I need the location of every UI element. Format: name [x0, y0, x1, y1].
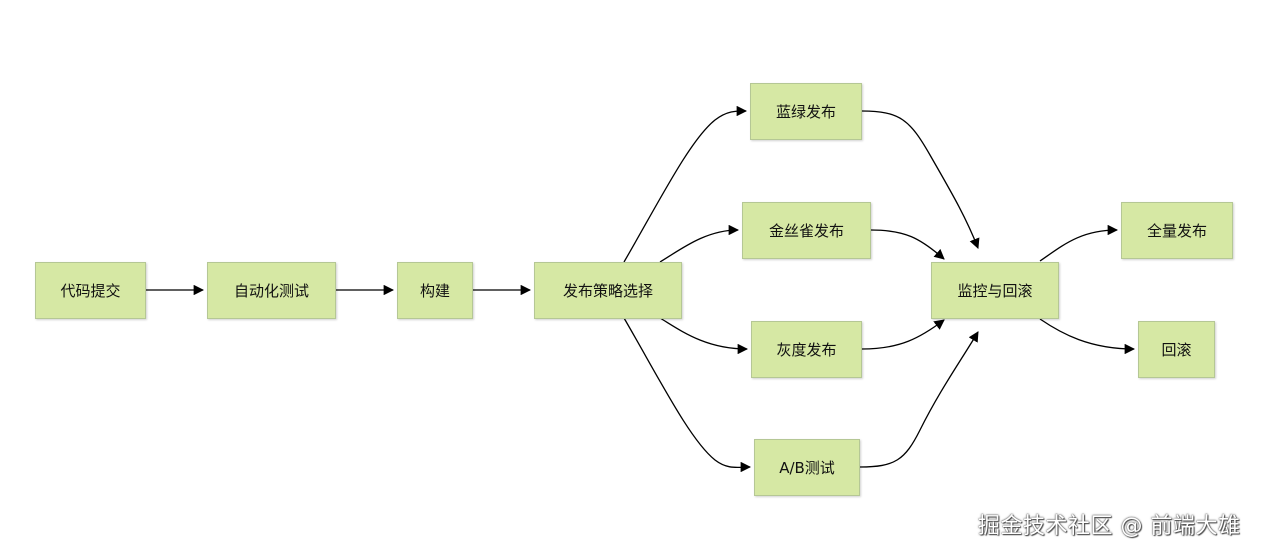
node-monitor[interactable]: 监控与回滚 — [931, 262, 1059, 319]
edge-abtest-monitor — [859, 331, 979, 468]
node-bluegreen[interactable]: 蓝绿发布 — [750, 83, 862, 140]
node-autotest[interactable]: 自动化测试 — [207, 262, 336, 319]
edge-monitor-rollback — [1039, 318, 1136, 355]
node-gray[interactable]: 灰度发布 — [751, 321, 862, 378]
edge-gray-monitor — [861, 319, 945, 350]
edge-strategy-canary — [659, 224, 740, 263]
node-abtest[interactable]: A/B测试 — [754, 439, 860, 496]
node-full[interactable]: 全量发布 — [1121, 202, 1233, 259]
node-canary[interactable]: 金丝雀发布 — [742, 202, 871, 259]
node-commit[interactable]: 代码提交 — [35, 262, 146, 319]
node-strategy[interactable]: 发布策略选择 — [534, 262, 682, 319]
watermark-text: 掘金技术社区 @ 前端大雄 — [978, 514, 1241, 539]
edge-bluegreen-monitor — [861, 110, 980, 249]
edge-strategy-abtest — [623, 317, 752, 473]
edge-strategy-bluegreen — [623, 105, 748, 263]
edge-strategy-gray — [659, 317, 749, 355]
edge-monitor-full — [1039, 224, 1119, 262]
edge-canary-monitor — [870, 229, 945, 260]
node-rollback[interactable]: 回滚 — [1138, 321, 1215, 378]
node-build[interactable]: 构建 — [397, 262, 473, 319]
